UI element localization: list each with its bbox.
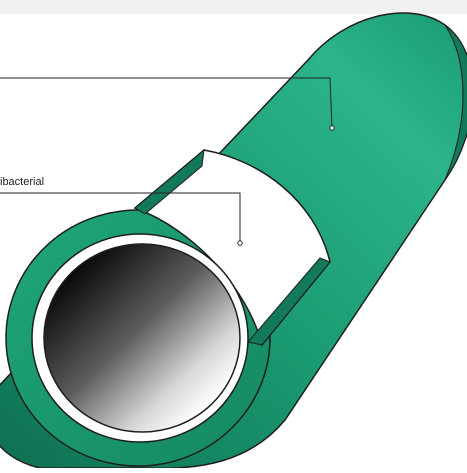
- top-band: [0, 0, 467, 14]
- pipe-bore: [44, 244, 240, 432]
- leader-dot-inner: [238, 241, 242, 245]
- leader-dot-outer: [330, 126, 334, 130]
- inner-layer-label: ibacterial: [0, 176, 44, 188]
